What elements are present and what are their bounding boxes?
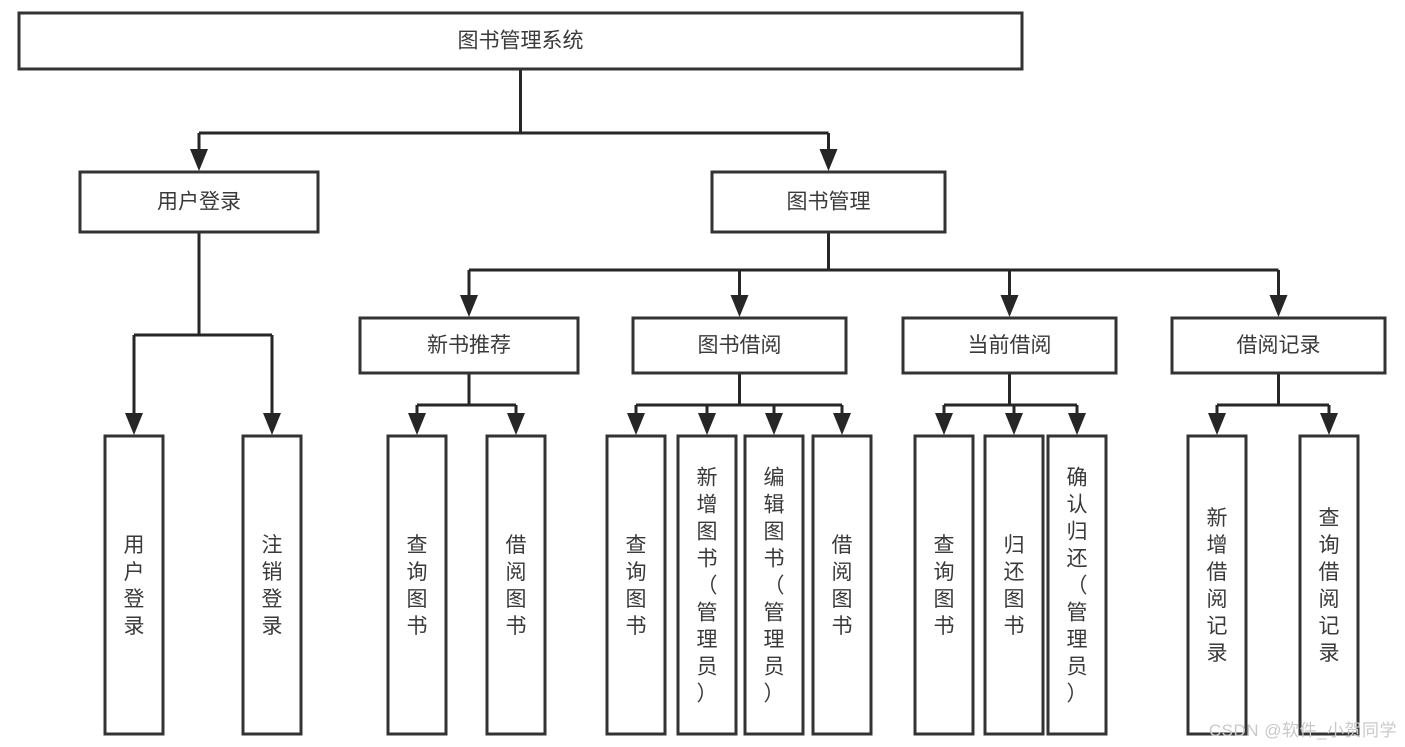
node-label: 查询图书: [407, 534, 428, 638]
node-label: 注销登录: [262, 534, 283, 638]
node-root[interactable]: 图书管理系统: [17, 11, 1024, 71]
watermark-label: CSDN @软件_小贺同学: [1208, 721, 1397, 740]
node-leaf-c-confirm[interactable]: 确认归还（管理员）: [1046, 434, 1108, 736]
node-leaf-new-query[interactable]: 查询图书: [386, 434, 448, 736]
node-leaf-r-query[interactable]: 查询借阅记录: [1298, 434, 1360, 736]
node-label: 图书借阅: [698, 334, 782, 357]
connector-group: [125, 232, 281, 435]
node-label: 查询借阅记录: [1319, 507, 1340, 665]
connector-group: [408, 373, 525, 435]
node-leaf-c-query[interactable]: 查询图书: [913, 434, 975, 736]
node-label: 查询图书: [626, 534, 647, 638]
node-label: 查询图书: [934, 534, 955, 638]
node-leaf-new-borrow[interactable]: 借阅图书: [485, 434, 547, 736]
node-leaf-c-return[interactable]: 归还图书: [983, 434, 1045, 736]
node-label: 当前借阅: [968, 334, 1052, 357]
connector-group: [190, 69, 838, 171]
node-label: 用户登录: [124, 534, 145, 638]
connector-group: [627, 373, 851, 435]
node-leaf-b-add[interactable]: 新增图书（管理员）: [676, 434, 738, 736]
node-label: 借阅图书: [506, 534, 527, 638]
node-leaf-b-edit[interactable]: 编辑图书（管理员）: [743, 434, 805, 736]
node-leaf-user-login[interactable]: 用户登录: [103, 434, 165, 736]
node-layer: 图书管理系统用户登录图书管理新书推荐图书借阅当前借阅借阅记录用户登录注销登录查询…: [17, 11, 1387, 736]
node-label: 编辑图书（管理员）: [764, 467, 785, 706]
node-label: 图书管理系统: [458, 30, 584, 53]
node-leaf-b-query[interactable]: 查询图书: [605, 434, 667, 736]
node-borrow[interactable]: 图书借阅: [631, 316, 848, 375]
node-label: 新增借阅记录: [1207, 507, 1228, 665]
node-label: 确认归还（管理员）: [1067, 467, 1088, 706]
node-leaf-user-logout[interactable]: 注销登录: [241, 434, 303, 736]
node-current[interactable]: 当前借阅: [901, 316, 1118, 375]
node-label: 用户登录: [157, 191, 241, 214]
connector-group: [1208, 373, 1338, 435]
connector-group: [935, 373, 1086, 435]
node-records[interactable]: 借阅记录: [1170, 316, 1387, 375]
node-label: 借阅图书: [832, 534, 853, 638]
node-label: 图书管理: [787, 191, 871, 214]
connector-layer: [125, 69, 1338, 435]
node-label: 新书推荐: [427, 334, 511, 357]
node-leaf-b-borrow[interactable]: 借阅图书: [811, 434, 873, 736]
node-label: 借阅记录: [1237, 334, 1321, 357]
node-label: 新增图书（管理员）: [697, 467, 718, 706]
node-newbooks[interactable]: 新书推荐: [358, 316, 580, 375]
node-login[interactable]: 用户登录: [78, 170, 320, 234]
node-leaf-r-add[interactable]: 新增借阅记录: [1186, 434, 1248, 736]
connector-group: [460, 232, 1288, 317]
node-label: 归还图书: [1004, 534, 1025, 638]
node-bookmgmt[interactable]: 图书管理: [710, 170, 947, 234]
